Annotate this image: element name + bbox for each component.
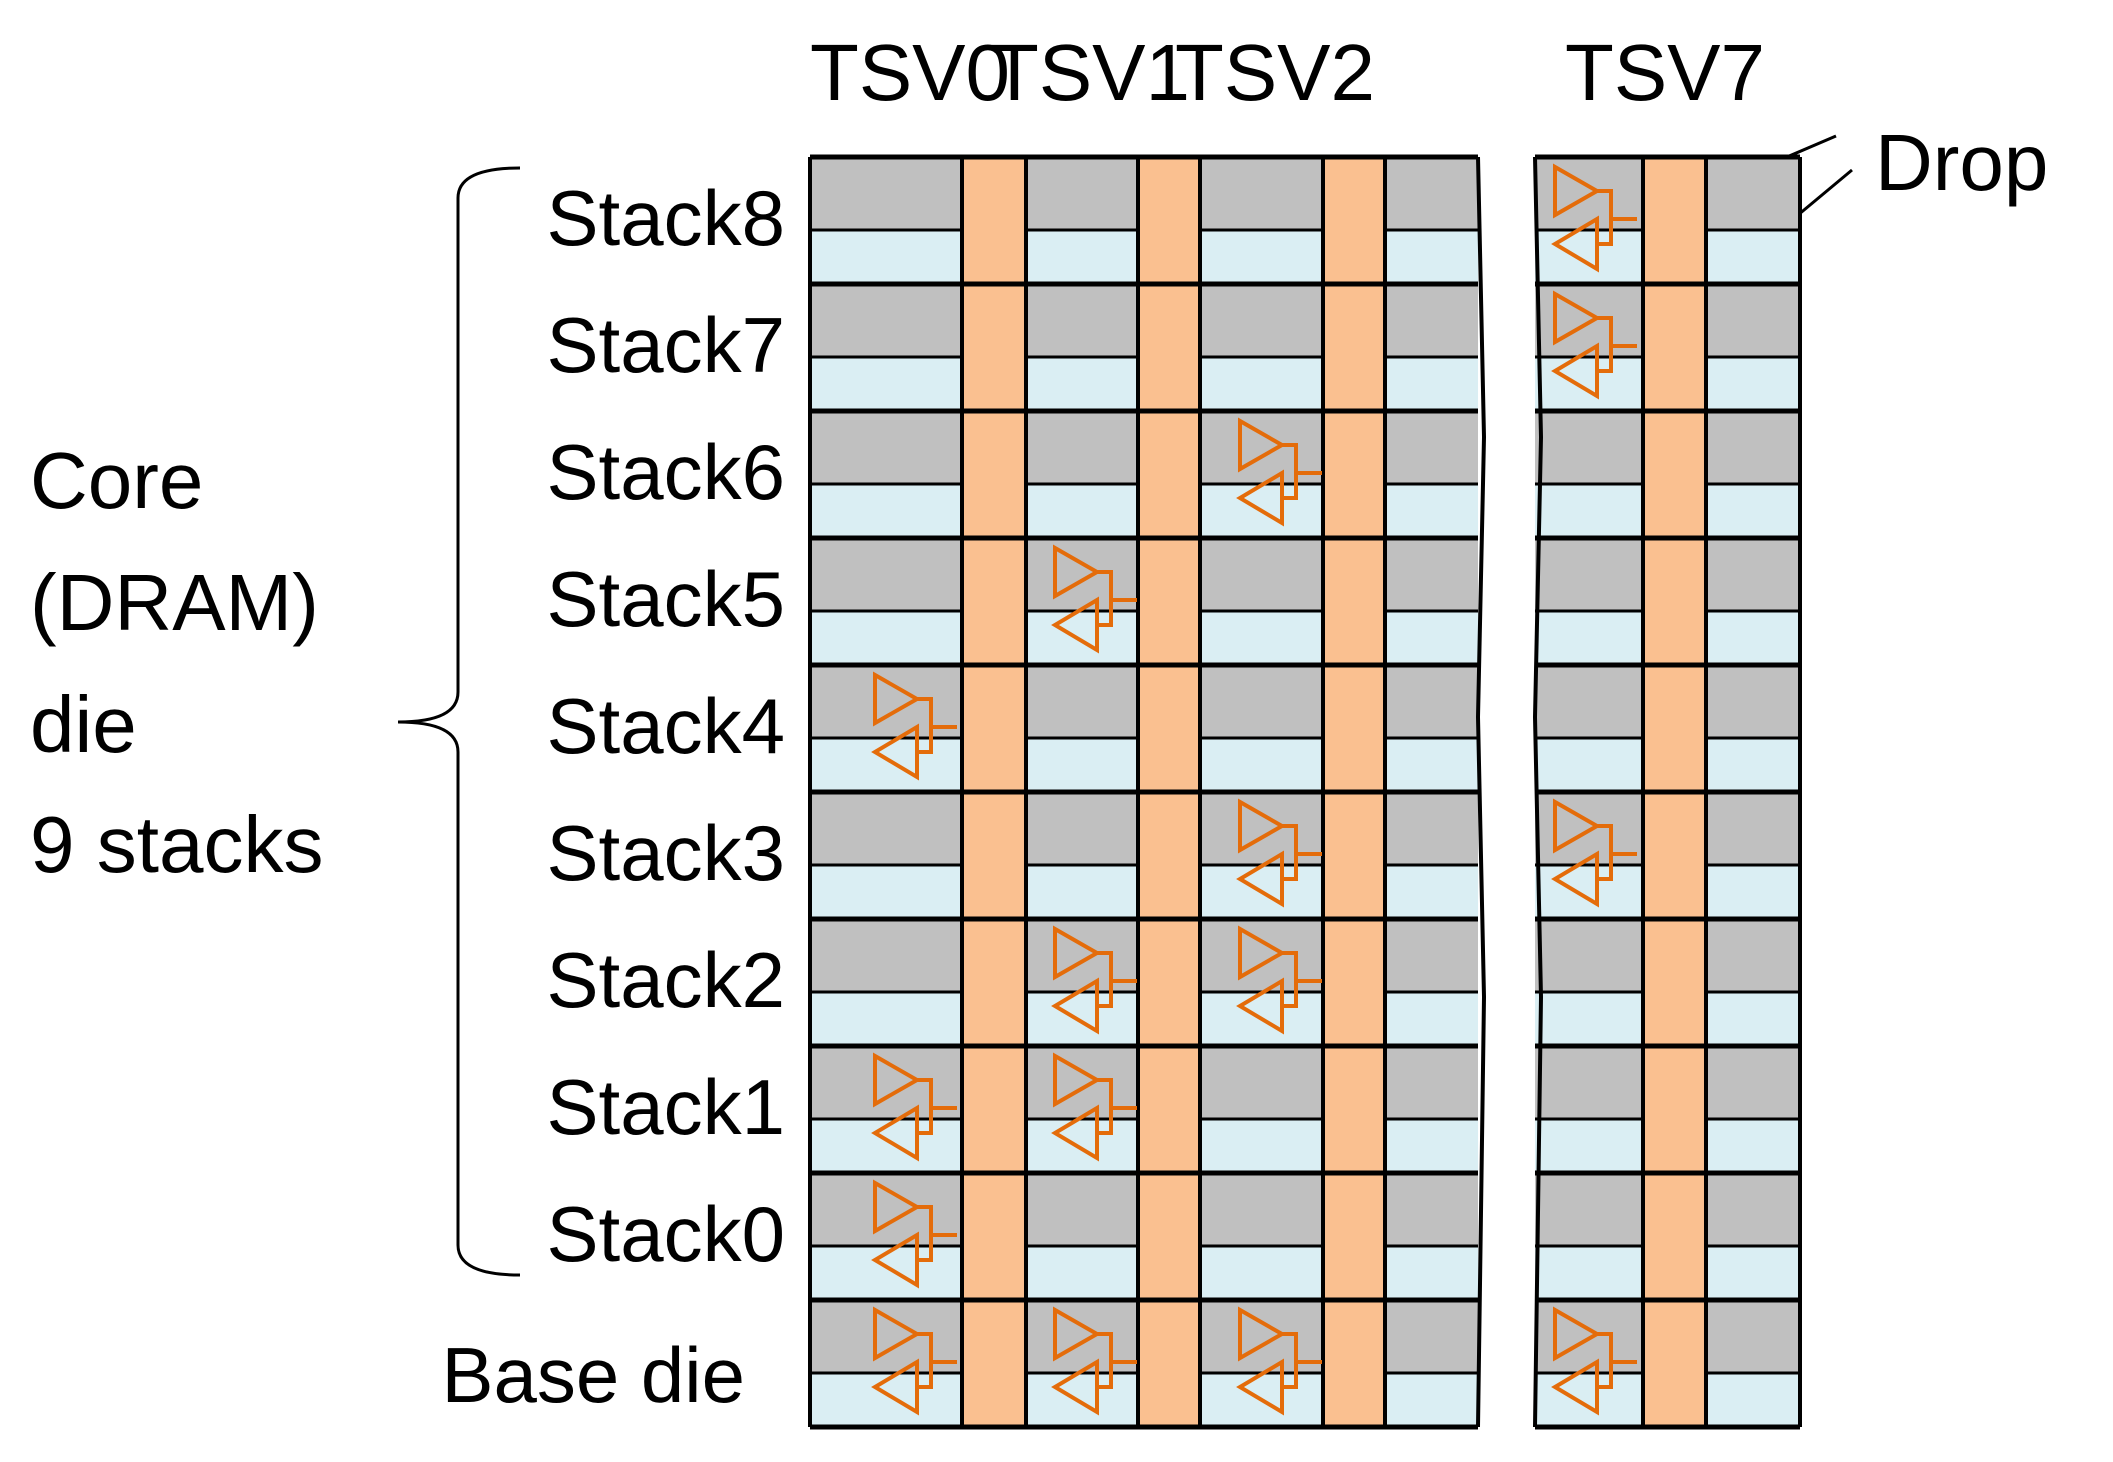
buffer-layer — [871, 163, 1637, 1416]
drop-label: Drop — [1875, 118, 2048, 207]
driver-wire — [1282, 1332, 1298, 1362]
driver-wire — [1282, 443, 1298, 473]
stack-label: Stack2 — [547, 936, 785, 1024]
driver-wire — [917, 1078, 933, 1108]
stack-label: Stack6 — [547, 428, 785, 516]
driver-wire — [1097, 1078, 1113, 1108]
stack-group-brace — [397, 166, 521, 1277]
receiver-wire — [917, 1108, 933, 1135]
grid-break-left — [1475, 156, 1487, 1428]
stack-labels: Stack8Stack7Stack6Stack5Stack4Stack3Stac… — [441, 174, 785, 1419]
driver-triangle — [1238, 798, 1287, 854]
driver-triangle — [873, 1306, 922, 1362]
receiver-wire — [1597, 346, 1613, 373]
stack-label: Stack8 — [547, 174, 785, 262]
driver-triangle — [873, 671, 922, 727]
receiver-wire — [1597, 1362, 1613, 1389]
buffer-icon — [871, 1052, 957, 1162]
driver-triangle — [1553, 163, 1602, 219]
receiver-wire — [917, 1235, 933, 1262]
driver-triangle — [1553, 1306, 1602, 1362]
driver-wire — [1282, 951, 1298, 981]
driver-wire — [1597, 1332, 1613, 1362]
driver-triangle — [1053, 925, 1102, 981]
driver-triangle — [1553, 290, 1602, 346]
driver-wire — [1097, 570, 1113, 600]
receiver-wire — [1097, 1108, 1113, 1135]
buffer-icon — [871, 1306, 957, 1416]
driver-triangle — [1238, 417, 1287, 473]
buffer-icon — [1551, 798, 1637, 908]
driver-triangle — [1053, 1052, 1102, 1108]
stack-label: Stack1 — [547, 1063, 785, 1151]
driver-triangle — [1053, 1306, 1102, 1362]
buffer-icon — [871, 671, 957, 781]
driver-wire — [1097, 951, 1113, 981]
buffer-icon — [1236, 798, 1322, 908]
driver-triangle — [1238, 1306, 1287, 1362]
driver-wire — [1597, 189, 1613, 219]
receiver-wire — [1097, 981, 1113, 1008]
stack-label: Stack3 — [547, 809, 785, 897]
core-die-label-line-3: die — [30, 680, 137, 769]
driver-wire — [1282, 824, 1298, 854]
driver-wire — [917, 1205, 933, 1235]
core-die-label-line-4: 9 stacks — [30, 800, 323, 889]
stack-label: Stack4 — [547, 682, 785, 770]
receiver-wire — [1597, 854, 1613, 881]
receiver-wire — [917, 1362, 933, 1389]
tsv-label-0: TSV0 — [810, 28, 1010, 117]
stack-label: Stack7 — [547, 301, 785, 389]
buffer-icon — [1051, 1052, 1137, 1162]
grid-break-right — [1532, 156, 1544, 1428]
receiver-wire — [917, 727, 933, 754]
buffer-icon — [1551, 163, 1637, 273]
receiver-wire — [1097, 600, 1113, 627]
base-die-label: Base die — [441, 1331, 745, 1419]
driver-triangle — [1053, 544, 1102, 600]
buffer-icon — [1236, 925, 1322, 1035]
tsv-label-1: TSV1 — [990, 28, 1190, 117]
buffer-icon — [1051, 544, 1137, 654]
buffer-icon — [1236, 417, 1322, 527]
core-die-label: Core (DRAM) die 9 stacks — [30, 436, 341, 889]
buffer-icon — [1551, 290, 1637, 400]
driver-triangle — [873, 1052, 922, 1108]
tsv-label-2: TSV2 — [1175, 28, 1375, 117]
driver-triangle — [1238, 925, 1287, 981]
receiver-wire — [1097, 1362, 1113, 1389]
stack-grid — [808, 154, 1802, 1430]
buffer-icon — [871, 1179, 957, 1289]
driver-wire — [1597, 316, 1613, 346]
receiver-wire — [1282, 854, 1298, 881]
stack-label: Stack5 — [547, 555, 785, 643]
driver-wire — [1097, 1332, 1113, 1362]
receiver-wire — [1282, 473, 1298, 500]
receiver-wire — [1282, 1362, 1298, 1389]
stack-label: Stack0 — [547, 1190, 785, 1278]
driver-triangle — [873, 1179, 922, 1235]
driver-wire — [917, 1332, 933, 1362]
buffer-icon — [1051, 925, 1137, 1035]
buffer-icon — [1551, 1306, 1637, 1416]
tsv-label-7: TSV7 — [1565, 28, 1765, 117]
driver-wire — [917, 697, 933, 727]
driver-wire — [1597, 824, 1613, 854]
buffer-icon — [1051, 1306, 1137, 1416]
buffer-icon — [1236, 1306, 1322, 1416]
receiver-wire — [1597, 219, 1613, 246]
core-die-label-line-2: (DRAM) — [30, 558, 319, 647]
receiver-wire — [1282, 981, 1298, 1008]
core-die-label-line-1: Core — [30, 436, 203, 525]
driver-triangle — [1553, 798, 1602, 854]
